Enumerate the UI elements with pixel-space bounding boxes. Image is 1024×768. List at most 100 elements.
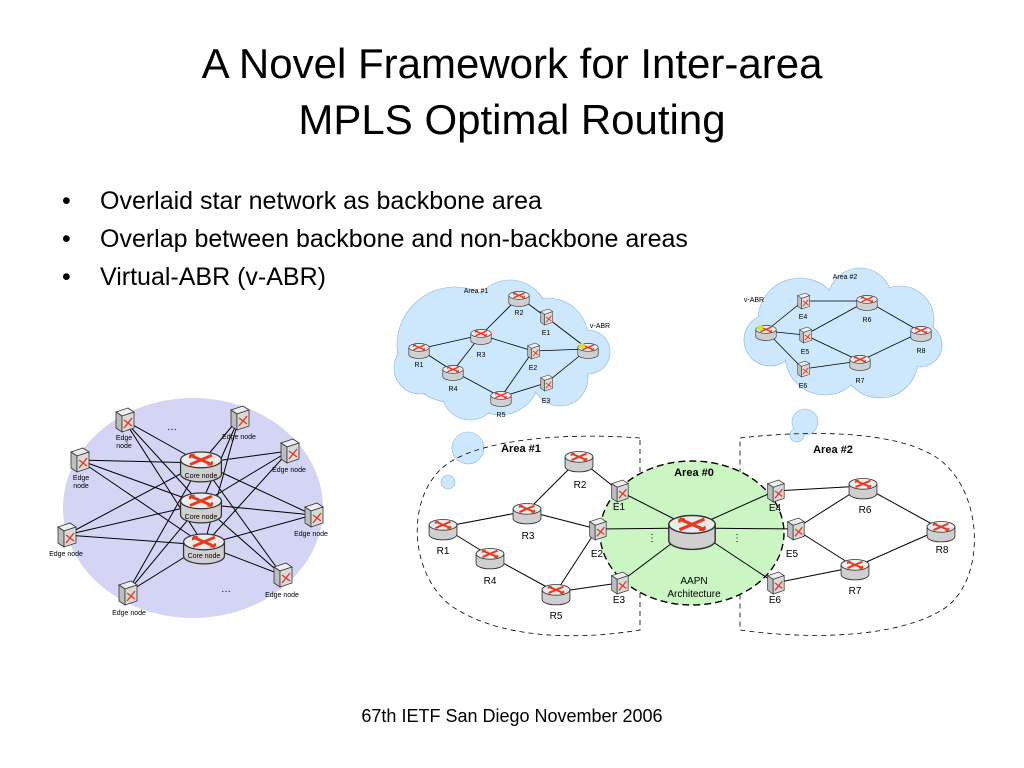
ellipsis-label: … — [167, 422, 177, 433]
link-line — [126, 462, 202, 594]
edge-node-label: Edge node — [265, 592, 299, 599]
router-icon — [839, 558, 871, 581]
link-line — [65, 503, 202, 536]
cloud-fill — [791, 429, 803, 441]
cloud-fill — [793, 410, 817, 434]
edge-node-label: Edge node — [294, 531, 328, 538]
edge-node-icon — [273, 562, 293, 588]
router-icon — [474, 547, 506, 570]
edge-node-icon — [118, 580, 138, 606]
node-label: R3 — [522, 531, 535, 542]
router-icon — [855, 294, 879, 312]
area-title: Area #1 — [501, 443, 541, 455]
node-label: R7 — [849, 586, 862, 597]
node-label: R4 — [484, 576, 497, 587]
link-line — [555, 528, 598, 593]
switch-icon — [540, 374, 554, 392]
link-line — [203, 417, 240, 546]
node-label: R5 — [497, 412, 506, 419]
router-icon — [489, 390, 513, 408]
link-line — [203, 450, 290, 546]
router-icon — [925, 520, 957, 543]
bullet-item: Overlap between backbone and non-backbon… — [56, 220, 688, 258]
vabr-label: v-ABR — [590, 323, 610, 330]
area1-thought-bubble — [440, 431, 485, 490]
edge-node-icon — [304, 502, 324, 528]
cloud-fill — [843, 323, 917, 397]
node-label: R2 — [574, 480, 587, 491]
node-label: E5 — [801, 349, 810, 356]
node-label: E4 — [799, 314, 808, 321]
node-label: R8 — [917, 348, 926, 355]
router-icon — [427, 518, 459, 541]
node-label: R8 — [936, 545, 949, 556]
slide-footer: 67th IETF San Diego November 2006 — [361, 706, 663, 726]
router-icon — [540, 583, 572, 606]
area1-boundary — [416, 435, 641, 637]
link-line — [500, 350, 534, 398]
edge-node-icon — [70, 447, 90, 473]
router-icon — [848, 354, 872, 372]
node-label: E2 — [529, 365, 538, 372]
switch-icon — [611, 479, 629, 503]
node-label: R2 — [515, 310, 524, 317]
cloud-fill — [395, 343, 445, 393]
bullet-item: Virtual-ABR (v-ABR) — [56, 258, 688, 296]
edge-node-label: Edge node — [49, 551, 83, 558]
node-label: R3 — [477, 352, 486, 359]
node-label: R4 — [449, 386, 458, 393]
aapn-label: AAPN — [680, 576, 707, 587]
node-label: R6 — [859, 505, 872, 516]
switch-icon — [767, 479, 785, 503]
cloud-fill — [453, 433, 483, 463]
bullet-list: Overlaid star network as backbone area O… — [56, 182, 688, 296]
router-icon — [563, 450, 595, 473]
node-label: E3 — [542, 398, 551, 405]
router-icon — [909, 325, 933, 343]
node-label: R6 — [863, 317, 872, 324]
switch-icon — [589, 517, 607, 541]
edge-node-label: Edge node — [272, 467, 306, 474]
edge-node-icon — [57, 522, 77, 548]
area-title: Area #0 — [674, 467, 714, 479]
switch-icon — [767, 571, 785, 595]
switch-icon — [797, 292, 811, 310]
area-title: Area #2 — [813, 444, 853, 456]
link-line — [804, 334, 861, 362]
node-label: R7 — [856, 378, 865, 385]
area2-boundary — [739, 433, 975, 636]
link-line — [78, 459, 205, 546]
router-icon — [441, 364, 465, 382]
edge-node-label: Edge — [116, 435, 132, 442]
core-node-label: Core node — [188, 553, 221, 560]
node-label: E4 — [769, 503, 782, 514]
core-node-label: Core node — [185, 473, 218, 480]
switch-icon — [797, 360, 811, 378]
vabr-marker — [757, 325, 763, 331]
edge-node-icon — [115, 407, 135, 433]
ellipsis-label: ⋮ — [647, 533, 657, 544]
node-label: R1 — [437, 546, 450, 557]
node-label: E6 — [769, 595, 782, 606]
vabr-marker — [579, 343, 585, 349]
link-line — [65, 534, 205, 546]
area-title: Area #1 — [464, 288, 489, 295]
cloud-fill — [442, 476, 454, 488]
vabr-label: v-ABR — [744, 297, 764, 304]
router-icon — [407, 342, 431, 360]
edge-node-label: Edge node — [112, 610, 146, 617]
edge-node-label: Edge node — [222, 434, 256, 441]
aapn-hub-icon — [669, 516, 715, 550]
router-icon — [469, 328, 493, 346]
switch-icon — [799, 326, 813, 344]
core-node-label: Core node — [185, 514, 218, 521]
ellipsis-label: ⋮ — [732, 533, 742, 544]
node-label: E1 — [542, 330, 551, 337]
link-line — [200, 462, 283, 576]
area-title: Area #2 — [833, 274, 858, 281]
bullet-item: Overlaid star network as backbone area — [56, 182, 688, 220]
switch-icon — [611, 571, 629, 595]
